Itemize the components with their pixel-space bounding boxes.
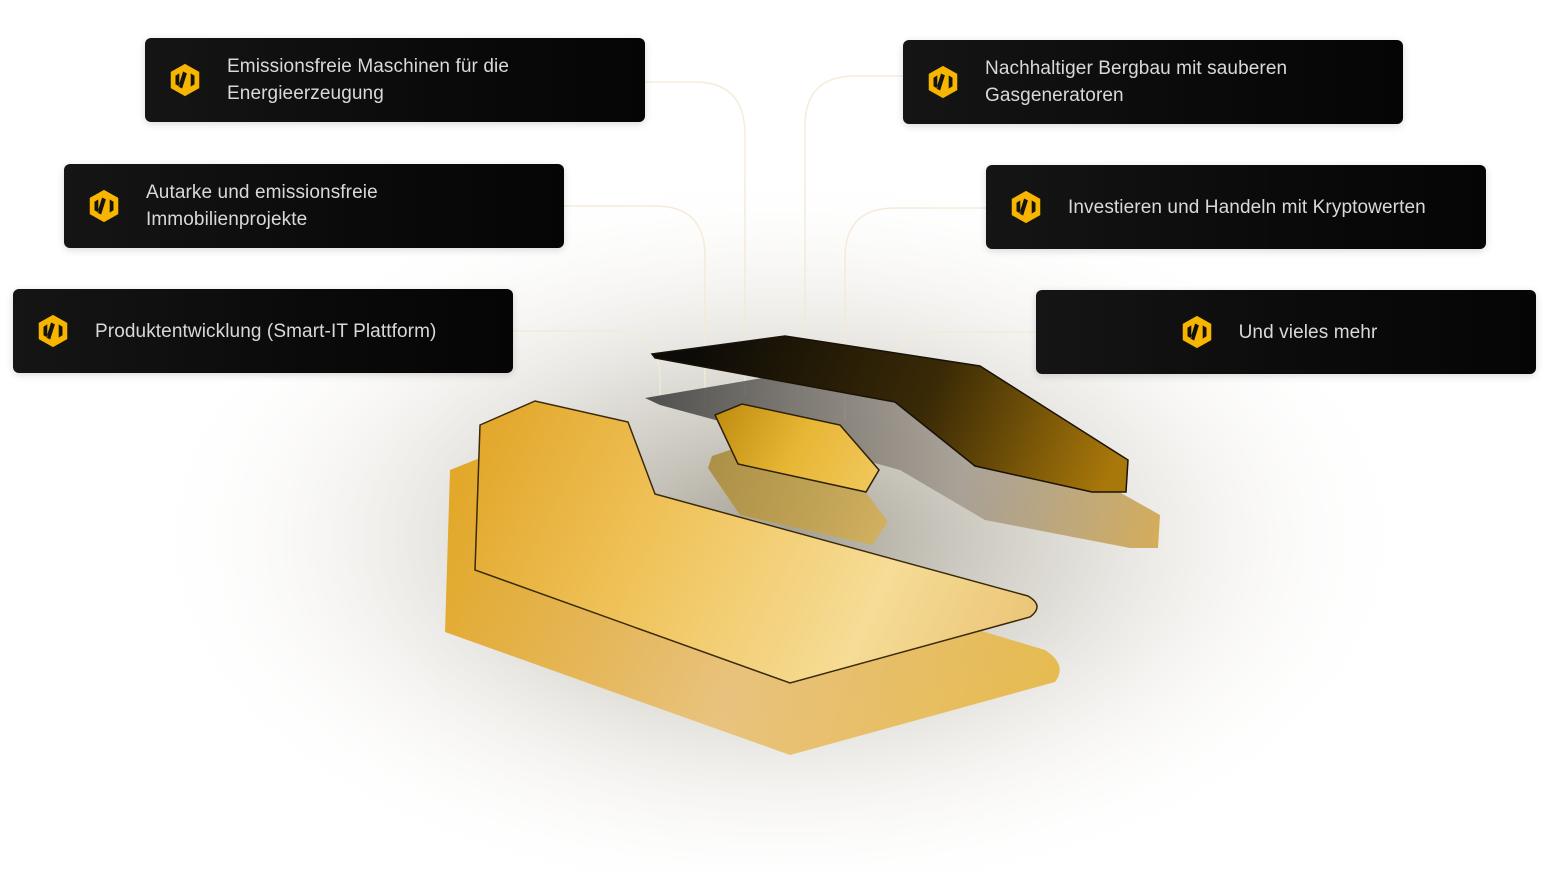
feature-card-label: Autarke und emissionsfreie Immobilienpro… xyxy=(146,182,378,230)
feature-card-label: Nachhaltiger Bergbau mit sauberen Gasgen… xyxy=(985,58,1288,106)
feature-card-machines: Emissionsfreie Maschinen für die Energie… xyxy=(145,38,645,122)
feature-card-label: Produktentwicklung (Smart-IT Plattform) xyxy=(95,320,437,342)
hexagon-logo-icon xyxy=(1177,312,1217,352)
dark-piece-top xyxy=(650,335,1129,493)
feature-card-mining: Nachhaltiger Bergbau mit sauberen Gasgen… xyxy=(903,40,1403,124)
gold-piece-front xyxy=(474,400,1038,684)
feature-card-more: Und vieles mehr xyxy=(1036,290,1536,374)
connector-lines xyxy=(513,75,1036,420)
hexagon-logo-icon xyxy=(33,311,73,351)
hexagon-logo-icon xyxy=(923,62,963,102)
mid-piece xyxy=(713,403,880,493)
hexagon-logo-icon xyxy=(84,186,124,226)
feature-card-label: Emissionsfreie Maschinen für die Energie… xyxy=(227,56,509,104)
feature-card-label: Und vieles mehr xyxy=(1238,321,1378,343)
feature-card-crypto: Investieren und Handeln mit Kryptowerten xyxy=(986,165,1486,249)
hexagon-logo-icon xyxy=(1006,187,1046,227)
feature-card-label: Investieren und Handeln mit Kryptowerten xyxy=(1068,196,1426,218)
mid-piece-shadow xyxy=(708,446,888,545)
feature-card-real-estate: Autarke und emissionsfreie Immobilienpro… xyxy=(64,164,564,248)
hexagon-logo-icon xyxy=(165,60,205,100)
feature-card-product-development: Produktentwicklung (Smart-IT Plattform) xyxy=(13,289,513,373)
